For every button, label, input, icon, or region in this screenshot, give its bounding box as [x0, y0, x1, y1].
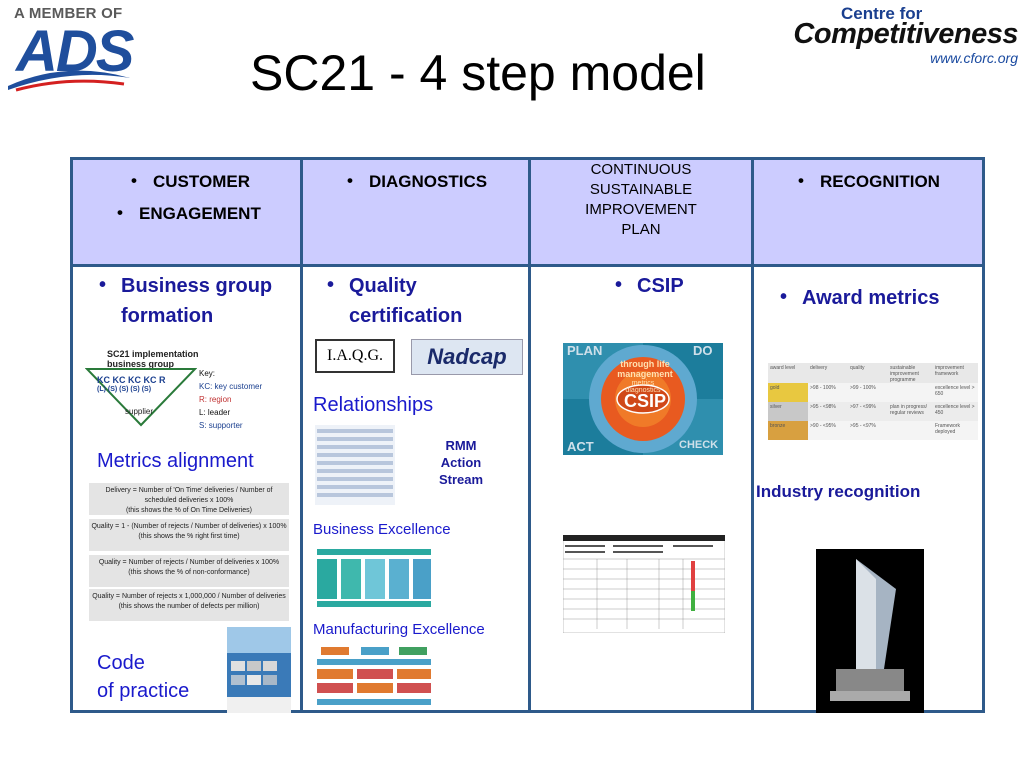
award-metrics-table: award level delivery quality sustainable… [768, 363, 978, 441]
column-body: •CSIP PLAN DO ACT CHECK through life man… [531, 267, 751, 710]
relationships-label: Relationships [313, 394, 434, 416]
diagram-mid-labels: (L) (S) (S) (S) (S) [97, 386, 152, 393]
column-header: •RECOGNITION [754, 160, 982, 267]
cfc-logo: Centre for Competitiveness www.cforc.org [793, 2, 1018, 68]
iaqg-logo: I.A.Q.G. [315, 339, 395, 373]
business-group-triangle-diagram [85, 368, 197, 427]
cfc-logo-small-text: Centre for [841, 4, 923, 23]
formula-delivery: Delivery = Number of 'On Time' deliverie… [89, 483, 289, 515]
nadcap-logo: Nadcap [411, 339, 523, 375]
cfc-url: www.cforc.org [930, 50, 1018, 66]
ads-logo: A MEMBER OF ADS [4, 2, 134, 94]
header-item-engagement: •ENGAGEMENT [117, 203, 261, 223]
formula-quality-rft: Quality = 1 - (Number of rejects / Numbe… [89, 519, 289, 551]
csip-ring-label: through life management [617, 359, 673, 379]
column-recognition: •RECOGNITION •Award metrics award level … [754, 160, 982, 713]
manufacturing-excellence-diagram [315, 645, 433, 709]
csip-pdca-image [563, 343, 723, 455]
diagram-supplier-label: supplier [125, 407, 154, 416]
csip-center-label: CSIP [623, 391, 666, 411]
formula-defects-ppm: Quality = Number of rejects x 1,000,000 … [89, 589, 289, 621]
csip-plan-label: PLAN [567, 343, 603, 358]
award-trophy-image [816, 549, 924, 713]
column-header: CONTINUOUS SUSTAINABLE IMPROVEMENT PLAN [531, 160, 751, 267]
business-excellence-diagram [315, 545, 433, 609]
csip-plan-document-image [563, 535, 725, 633]
csip-act-label: ACT [567, 439, 594, 454]
ads-member-tagline: A MEMBER OF [14, 5, 123, 22]
diagram-key: Key: KC: key customer R: region L: leade… [199, 369, 263, 430]
bullet-csip: •CSIP [615, 274, 684, 297]
industry-recognition-label: Industry recognition [756, 482, 921, 501]
formula-quality-nc: Quality = Number of rejects / Number of … [89, 555, 289, 587]
header-item-diagnostics: •DIAGNOSTICS [347, 171, 488, 191]
business-excellence-label: Business Excellence [313, 521, 451, 538]
rmm-matrix-image [315, 425, 395, 505]
csip-do-label: DO [693, 343, 713, 358]
csip-inner-label: metrics diagnostics [625, 380, 661, 394]
page-title: SC21 - 4 step model [250, 45, 706, 101]
code-of-practice-booklet-image [227, 627, 291, 713]
manufacturing-excellence-label: Manufacturing Excellence [313, 621, 485, 638]
header-continuous-improvement-plan: CONTINUOUS SUSTAINABLE IMPROVEMENT PLAN [585, 161, 697, 238]
column-header: •CUSTOMER •ENGAGEMENT [73, 160, 300, 267]
column-body: •Award metrics award level delivery qual… [754, 267, 982, 713]
bullet-award-metrics: •Award metrics [780, 286, 940, 309]
csip-check-label: CHECK [679, 439, 719, 451]
header-item-recognition: •RECOGNITION [798, 171, 940, 191]
column-csip: CONTINUOUS SUSTAINABLE IMPROVEMENT PLAN … [531, 160, 754, 710]
header-item-customer: •CUSTOMER [131, 171, 250, 191]
metrics-alignment-label: Metrics alignment [97, 450, 254, 472]
column-header: •DIAGNOSTICS [303, 160, 528, 267]
cfc-logo-wordmark: Competitiveness [793, 18, 1018, 50]
ads-swoosh-icon [8, 70, 130, 92]
diagram-top-labels: KC KC KC KC R [97, 375, 166, 385]
